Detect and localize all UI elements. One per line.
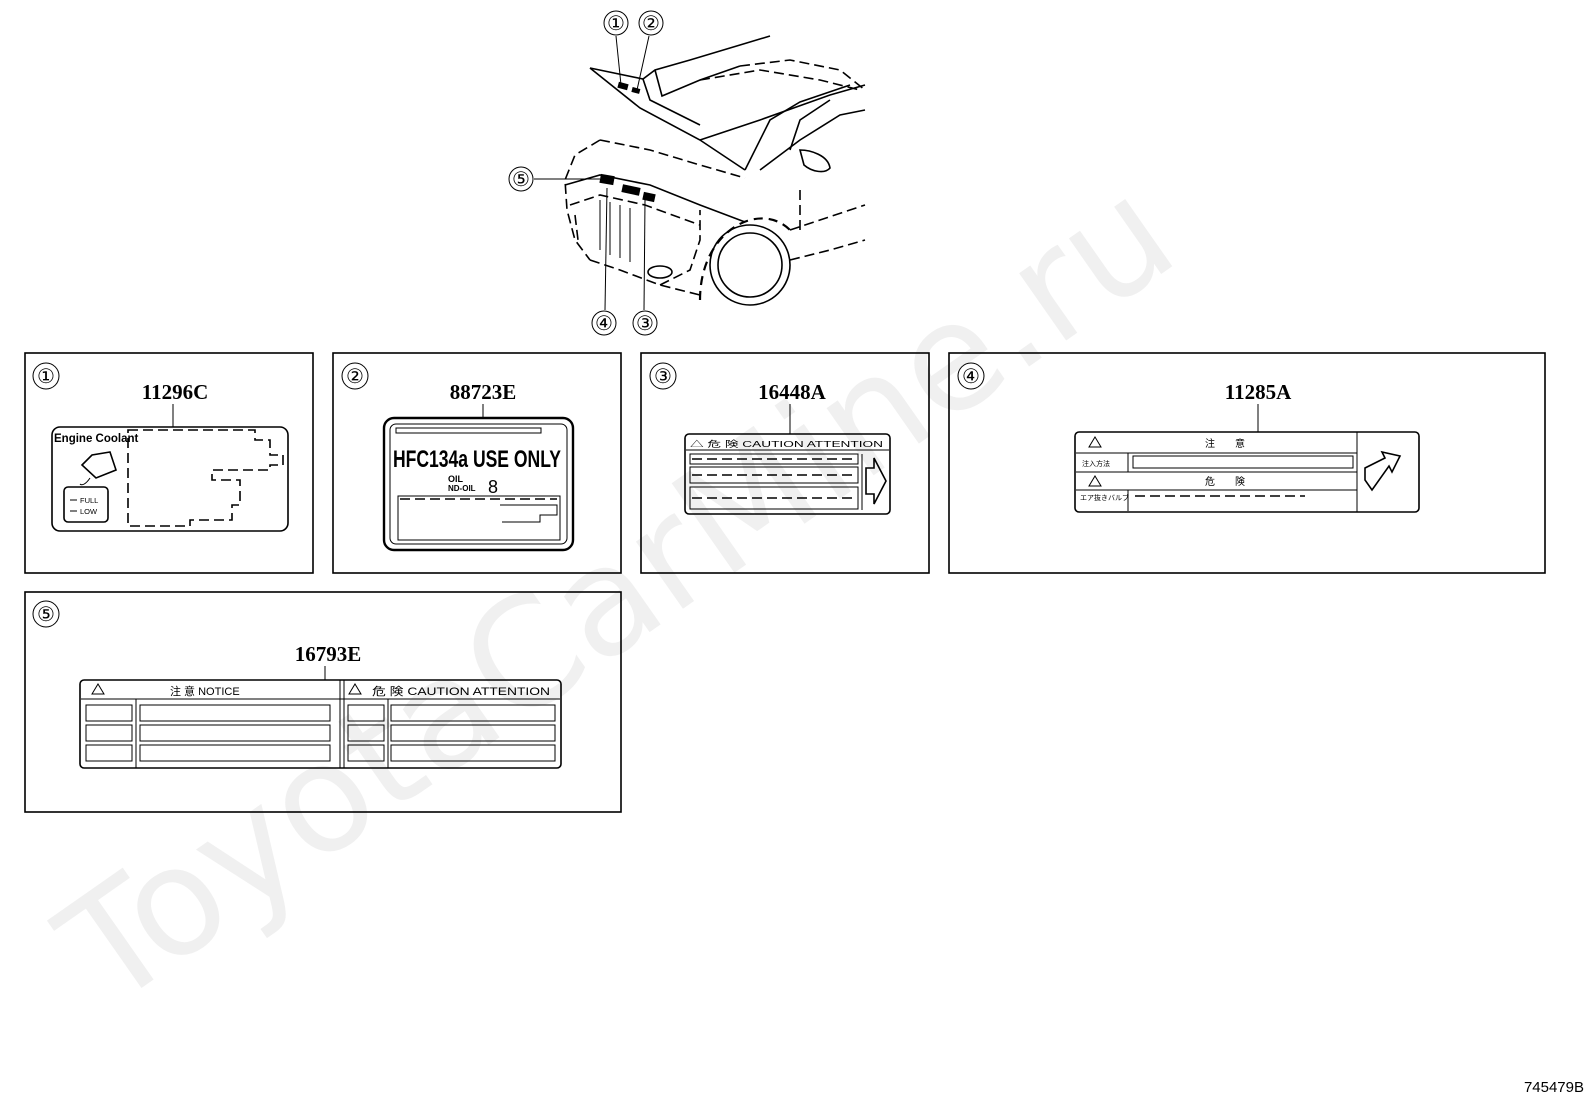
fill-method-label: 注入方法 <box>1082 459 1110 468</box>
notice-heading-jp: 注 意 <box>1205 437 1245 450</box>
callout-4: ④ <box>595 313 613 335</box>
panel-5: ⑤ 16793E 注 意 NOTICE 危 険 CAUTION ATTENTIO… <box>24 591 622 813</box>
part-number-88723e: 88723E <box>450 380 517 404</box>
caution-attention-header: △ 危 険 CAUTION ATTENTION <box>690 439 883 449</box>
callout-2: ② <box>642 13 660 35</box>
panel-1: ① 11296C Engine Coolant FULL LOW <box>24 352 314 574</box>
oil-number: 8 <box>488 477 498 497</box>
nd-oil-label: ND-OIL <box>448 484 476 493</box>
panel-5-number: ⑤ <box>37 604 55 626</box>
warning-triangle-icon-2 <box>1088 475 1102 487</box>
callout-3: ③ <box>636 313 654 335</box>
panel-3: ③ 16448A △ 危 険 CAUTION ATTENTION <box>640 352 930 574</box>
full-label: FULL <box>80 496 98 505</box>
part-number-11285a: 11285A <box>1225 380 1292 404</box>
diagram-id: 745479B <box>1524 1079 1584 1096</box>
car-illustration <box>564 35 866 306</box>
coolant-bottle-icon <box>80 451 117 479</box>
warning-triangle-icon-4 <box>348 683 362 695</box>
hfc134a-label: HFC134a USE ONLY <box>393 446 561 473</box>
callout-5: ⑤ <box>512 169 530 191</box>
warning-triangle-icon-3 <box>91 683 105 695</box>
panel-3-number: ③ <box>654 366 672 388</box>
arrow-right-icon <box>865 457 887 505</box>
panel-2-number: ② <box>346 366 364 388</box>
low-label: LOW <box>80 507 98 516</box>
panel-4-number: ④ <box>962 366 980 388</box>
notice-header: 注 意 NOTICE <box>170 684 240 698</box>
engine-coolant-label: Engine Coolant <box>54 433 139 445</box>
part-number-11296c: 11296C <box>142 380 209 404</box>
danger-heading-jp: 危 険 <box>1205 476 1245 488</box>
reservoir-icon <box>63 486 109 523</box>
leader-lines <box>534 35 650 311</box>
warning-triangle-icon <box>1088 436 1102 448</box>
panel-2: ② 88723E HFC134a USE ONLY OIL ND-OIL 8 <box>332 352 622 574</box>
caution-attention-header-5: 危 険 CAUTION ATTENTION <box>372 685 550 698</box>
panel-1-number: ① <box>37 366 55 388</box>
oil-label: OIL <box>448 474 464 484</box>
panel-4: ④ 11285A 注 意 注入方法 危 険 エア抜きバルブ <box>948 352 1546 574</box>
part-number-16448a: 16448A <box>758 380 827 404</box>
part-number-16793e: 16793E <box>295 642 362 666</box>
air-bleed-valve-label: エア抜きバルブ <box>1080 493 1129 502</box>
car-callouts: ① ② ⑤ ④ ③ <box>508 10 664 336</box>
callout-1: ① <box>607 13 625 35</box>
arrow-up-right-icon <box>1364 450 1402 492</box>
